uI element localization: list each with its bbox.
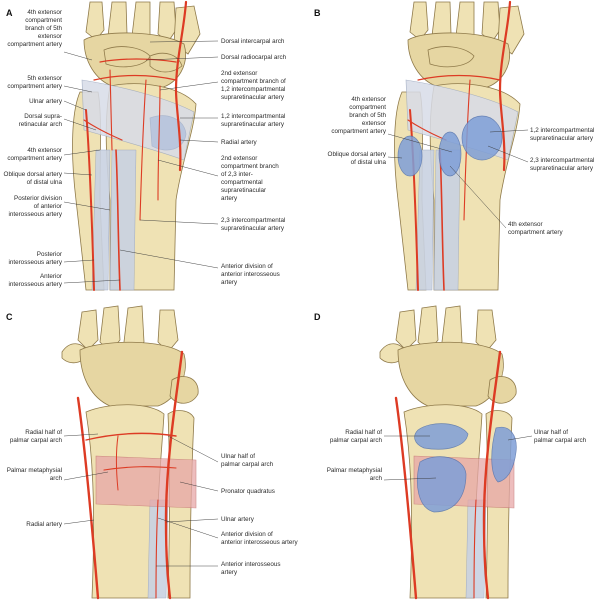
membranes xyxy=(95,455,197,599)
panel-letter: A xyxy=(6,8,13,18)
label-leaders xyxy=(63,40,219,284)
arteries xyxy=(83,0,188,291)
panel-d: D xyxy=(314,305,587,600)
blue-zones xyxy=(397,115,503,177)
panel-letter: B xyxy=(314,8,321,18)
wrist-bones xyxy=(61,305,199,599)
label-ulnar-artery: Ulnar artery xyxy=(29,98,63,105)
panel-letter: C xyxy=(6,312,13,322)
arteries xyxy=(76,350,184,600)
label-leaders xyxy=(383,435,533,481)
label-dorsal-intercarpal-arch: Dorsal intercarpal arch xyxy=(221,38,285,45)
label-pronator-quadratus: Pronator quadratus xyxy=(221,488,275,495)
label-leaders xyxy=(387,129,529,229)
panel-letter: D xyxy=(314,312,321,322)
label-dorsal-supraretinacular-arch: Dorsal supra-retinacular arch xyxy=(19,113,63,128)
panel-b: B xyxy=(314,0,595,291)
arteries xyxy=(394,350,502,600)
label-ulnar-artery: Ulnar artery xyxy=(221,516,255,523)
label-dorsal-radiocarpal-arch: Dorsal radiocarpal arch xyxy=(221,54,287,61)
blue-zones xyxy=(414,423,517,513)
label-leaders xyxy=(63,433,219,567)
panel-a: A xyxy=(4,0,287,291)
label-radial-artery: Radial artery xyxy=(26,521,63,528)
arteries xyxy=(407,0,512,291)
panel-c: C xyxy=(6,305,299,600)
label-radial-artery: Radial artery xyxy=(221,139,258,146)
